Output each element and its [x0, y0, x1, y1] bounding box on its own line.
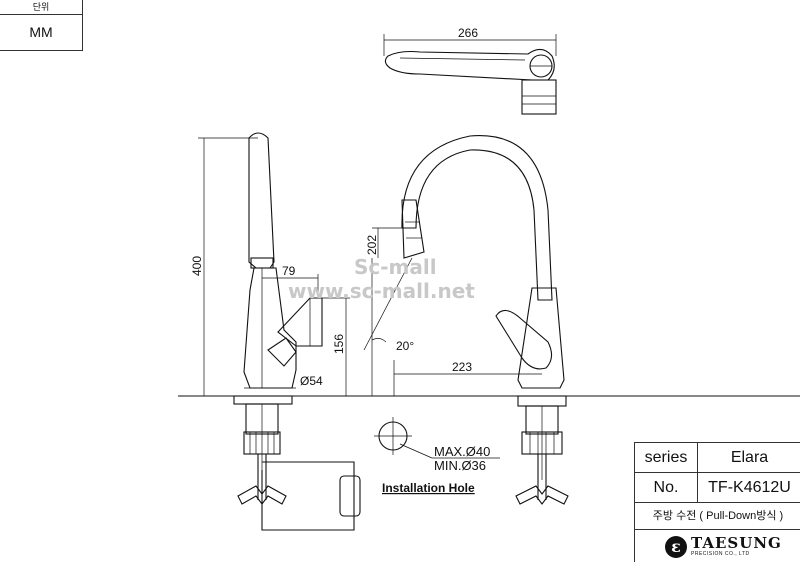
hole-max: MAX.Ø40: [434, 444, 490, 459]
unit-value: MM: [29, 24, 53, 40]
dim-spray-angle: 20°: [396, 339, 414, 353]
front-view: 20° 202 223: [363, 135, 569, 505]
dim-top-width: 266: [458, 26, 478, 40]
product-description: 주방 수전 ( Pull-Down방식 ): [635, 503, 800, 530]
dim-handle-height: 156: [332, 334, 346, 354]
model-number-label: No.: [635, 473, 698, 502]
dim-spout-reach: 223: [452, 360, 472, 374]
model-row: No. TF-K4612U: [635, 473, 800, 503]
series-value: Elara: [730, 449, 769, 466]
model-number-value: TF-K4612U: [708, 479, 791, 496]
brand-logo: ɛ TAESUNG PRECISION CO., LTD: [635, 530, 800, 563]
series-row: series Elara: [635, 443, 800, 473]
watermark-line1: Sc-mall: [354, 255, 437, 279]
title-block: series Elara No. TF-K4612U 주방 수전 ( Pull-…: [634, 442, 800, 562]
unit-box: 단위 MM: [0, 0, 83, 51]
series-label: series: [635, 443, 698, 472]
top-view: 266: [383, 26, 557, 115]
installation-hole: MAX.Ø40 MIN.Ø36 Installation Hole: [374, 417, 500, 495]
brand-logo-icon: ɛ: [665, 535, 687, 558]
unit-header: 단위: [0, 0, 82, 15]
side-view: 400 79 156 Ø54: [190, 132, 361, 531]
hole-min: MIN.Ø36: [434, 458, 486, 473]
dim-spout-height: 202: [365, 235, 379, 255]
dim-base-diameter: Ø54: [300, 374, 323, 388]
watermark-line2: www.sc-mall.net: [288, 279, 475, 303]
brand-name: TAESUNG: [691, 533, 782, 552]
dim-handle-offset: 79: [282, 264, 296, 278]
dim-total-height: 400: [190, 256, 204, 276]
installation-label: Installation Hole: [382, 481, 475, 495]
brand-subtitle: PRECISION CO., LTD: [691, 550, 750, 557]
